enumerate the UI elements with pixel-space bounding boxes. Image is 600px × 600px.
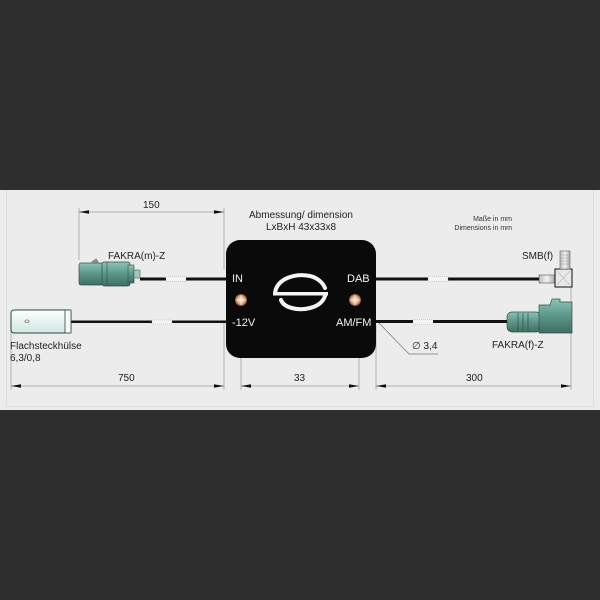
dimension-33: 33 xyxy=(294,373,306,384)
units-note: Maße in mm Dimensions in mm xyxy=(440,215,512,233)
port-label-amfm: AM/FM xyxy=(336,317,372,329)
units-note-de: Maße in mm xyxy=(473,216,512,223)
label-smb: SMB(f) xyxy=(522,251,554,262)
dimension-arrows xyxy=(11,210,571,388)
fakra-f-connector xyxy=(506,298,573,334)
label-flat-plug: Flachsteckhülse 6,3/0,8 xyxy=(10,341,82,365)
flat-plug-connector xyxy=(10,309,72,334)
panel-border xyxy=(6,190,594,407)
label-cable-diameter: ∅ 3,4 xyxy=(412,341,438,352)
dimension-lines xyxy=(11,211,571,387)
cables xyxy=(70,276,540,325)
fakra-m-connector xyxy=(78,258,141,287)
dimension-750: 750 xyxy=(118,373,135,384)
diameter-leader xyxy=(377,321,438,355)
technical-drawing xyxy=(10,208,573,390)
label-fakra-f: FAKRA(f)-Z xyxy=(492,340,544,351)
smb-connector xyxy=(538,250,573,288)
diagram-panel: 150 Abmessung/ dimension LxBxH 43x33x8 M… xyxy=(0,190,600,410)
ellipse-bar-logo xyxy=(273,273,328,312)
dimension-title: Abmessung/ dimension LxBxH 43x33x8 xyxy=(240,210,362,234)
amplifier-box xyxy=(226,240,376,358)
port-label-dab: DAB xyxy=(347,273,370,285)
dimension-title-line2: LxBxH 43x33x8 xyxy=(265,222,337,233)
port-label-power: -12V xyxy=(232,317,256,329)
label-fakra-m: FAKRA(m)-Z xyxy=(108,251,166,262)
label-flat-plug-name: Flachsteckhülse xyxy=(10,341,82,352)
units-note-en: Dimensions in mm xyxy=(454,225,512,232)
port-label-in: IN xyxy=(232,273,243,285)
dimension-300: 300 xyxy=(466,373,483,384)
dimension-150: 150 xyxy=(143,200,160,211)
dimension-title-line1: Abmessung/ dimension xyxy=(249,210,353,221)
label-flat-plug-size: 6,3/0,8 xyxy=(10,353,41,364)
